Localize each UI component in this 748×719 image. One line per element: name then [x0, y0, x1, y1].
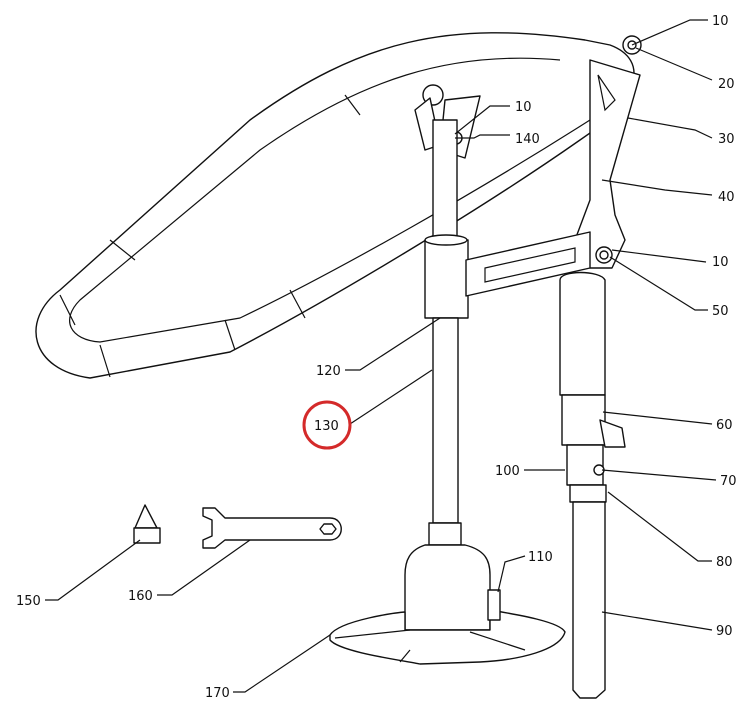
callout-100: 100 [495, 464, 520, 479]
callout-120: 120 [316, 364, 341, 379]
callout-90: 90 [716, 624, 733, 639]
callout-10: 10 [712, 14, 729, 29]
column-part-130 [404, 119, 591, 631]
highlight-circle-130 [302, 400, 352, 450]
callout-60: 60 [716, 418, 733, 433]
wrench-part-160 [202, 507, 342, 549]
callout-10: 10 [712, 255, 729, 270]
callout-30: 30 [718, 132, 735, 147]
callout-80: 80 [716, 555, 733, 570]
callout-50: 50 [712, 304, 729, 319]
callout-40: 40 [718, 190, 735, 205]
callout-170: 170 [205, 686, 230, 701]
callout-110: 110 [528, 550, 553, 565]
callout-150: 150 [16, 594, 41, 609]
pump-body-part-60 [559, 271, 626, 699]
callout-140: 140 [515, 132, 540, 147]
callout-160: 160 [128, 589, 153, 604]
base-part-170 [329, 589, 566, 665]
anchor-screw-part-150 [133, 504, 161, 544]
callout-70: 70 [720, 474, 737, 489]
callout-10: 10 [515, 100, 532, 115]
leader-lines [45, 19, 717, 693]
callout-20: 20 [718, 77, 735, 92]
callout-130: 130 [314, 419, 339, 434]
lever-part-40 [574, 35, 642, 269]
